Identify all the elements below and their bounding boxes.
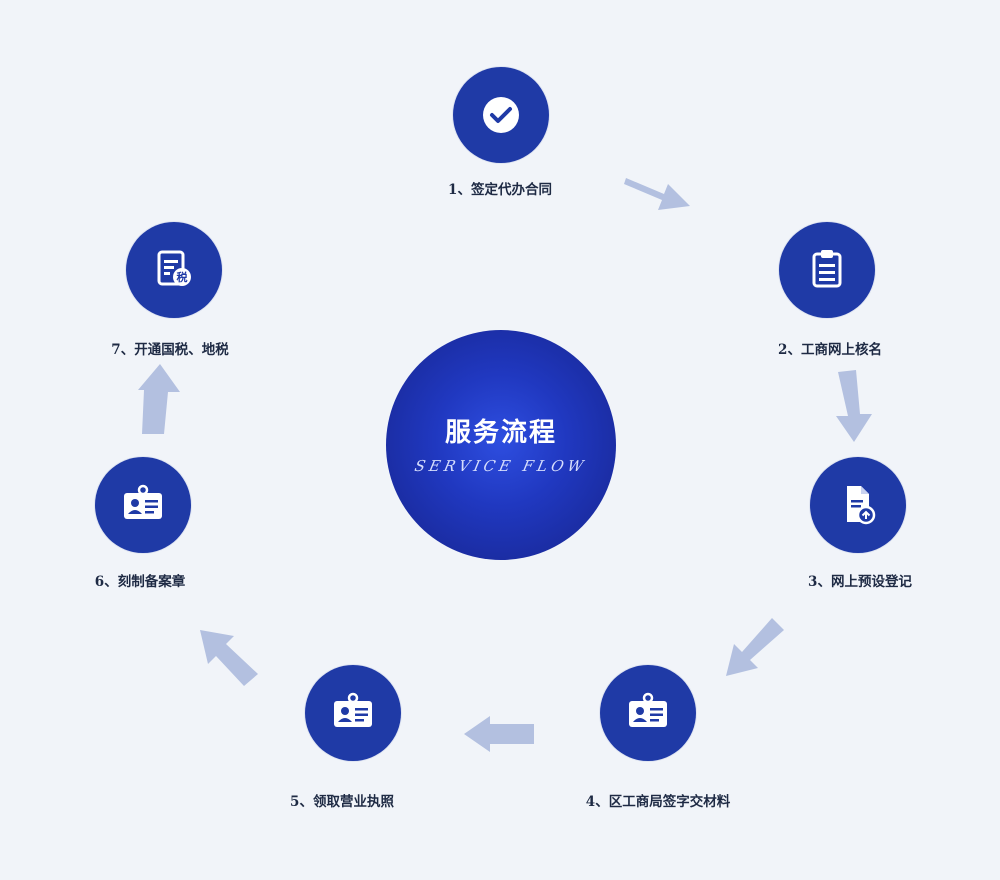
tax-document-icon: 税 — [157, 250, 191, 286]
id-card-icon — [124, 484, 162, 519]
step-4-node — [600, 665, 696, 761]
check-icon — [483, 97, 519, 133]
step-3-label: 3、网上预设登记 — [808, 574, 912, 590]
step-6-node — [95, 457, 191, 553]
step-7-label: 7、开通国税、地税 — [111, 342, 229, 358]
step-1-node — [453, 67, 549, 163]
center-subtitle: SERVICE FLOW — [413, 456, 589, 475]
step-7-node: 税 — [126, 222, 222, 318]
clipboard-icon — [812, 250, 842, 288]
arrow-6-to-7 — [138, 364, 180, 434]
center-title: 服务流程 — [444, 417, 557, 448]
arrow-4-to-5 — [464, 716, 534, 752]
tax-glyph: 税 — [177, 270, 188, 284]
step-5-label: 5、领取营业执照 — [290, 794, 394, 810]
arrow-1-to-2 — [624, 178, 690, 210]
step-2-node — [779, 222, 875, 318]
step-5-node — [305, 665, 401, 761]
step-3-node — [810, 457, 906, 553]
arrow-2-to-3 — [836, 370, 872, 442]
step-2-label: 2、工商网上核名 — [778, 342, 882, 358]
id-card-icon — [334, 692, 372, 727]
center-circle: 服务流程 SERVICE FLOW — [386, 330, 616, 560]
step-6-label: 6、刻制备案章 — [94, 574, 186, 590]
arrow-3-to-4 — [726, 618, 784, 676]
document-upload-icon — [847, 486, 876, 525]
step-1-label: 1、签定代办合同 — [448, 182, 552, 198]
step-4-label: 4、区工商局签字交材料 — [585, 794, 731, 810]
id-card-icon — [629, 692, 667, 727]
arrow-5-to-6 — [200, 630, 258, 686]
